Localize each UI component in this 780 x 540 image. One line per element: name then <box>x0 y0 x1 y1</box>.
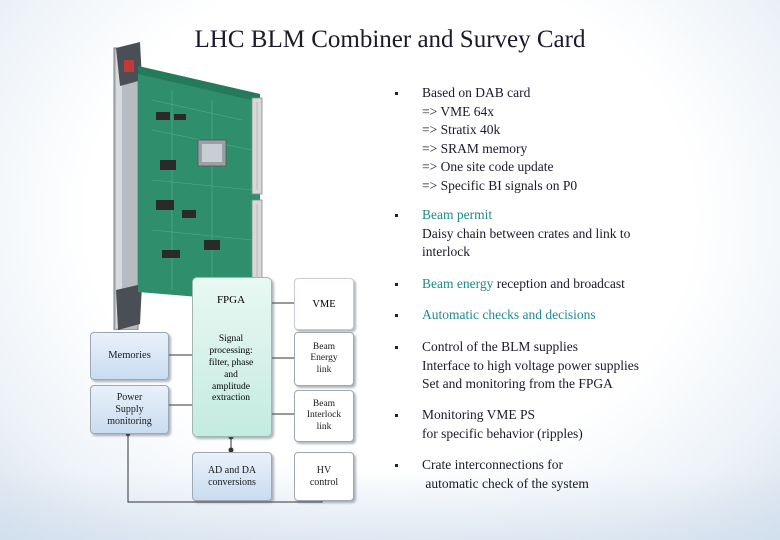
beam-interlock-line: Interlock <box>306 410 342 421</box>
text-segment: Control of the BLM supplies <box>422 339 578 354</box>
text-segment: => One site code update <box>422 159 554 174</box>
highlight-text: Automatic checks and decisions <box>422 307 596 322</box>
bullet-line: Monitoring VME PS <box>422 406 583 425</box>
bullet-line: Interface to high voltage power supplies <box>422 357 639 376</box>
text-segment: => Stratix 40k <box>422 122 501 137</box>
bullet-dot-icon <box>395 314 398 317</box>
bullet-text: Monitoring VME PS for specific behavior (… <box>422 406 583 443</box>
highlight-text: Beam permit <box>422 207 493 222</box>
bullet-line: Set and monitoring from the FPGA <box>422 375 639 394</box>
fpga-line: and <box>224 369 238 380</box>
beam-energy-line: Beam <box>312 341 336 352</box>
bullet-line: Beam permit <box>422 206 630 225</box>
fpga-line: processing: <box>209 345 253 356</box>
text-segment: Interface to high voltage power supplies <box>422 357 640 373</box>
beam-interlock-line: Beam <box>312 398 336 409</box>
bullet-line: automatic check of the system <box>422 475 589 494</box>
text-segment: => VME 64x <box>422 103 494 119</box>
bullet-text: Automatic checks and decisions <box>422 306 596 325</box>
background-band <box>0 470 780 540</box>
ad-da-line: conversions <box>208 476 256 488</box>
bullet-line: => VME 64x <box>422 103 577 122</box>
bullet-line: Beam energy reception and broadcast <box>422 275 625 294</box>
bullet-dot-icon <box>395 464 398 467</box>
power-supply-block: Power Supply monitoring <box>90 385 169 434</box>
beam-energy-link-block: Beam Energy link <box>294 332 354 386</box>
bullet-dot-icon <box>395 92 398 95</box>
fpga-description: Signal processing: filter, phase and amp… <box>192 334 270 405</box>
bullet-line: Based on DAB card <box>422 84 577 103</box>
bullet-text: Beam energy reception and broadcast <box>422 275 625 294</box>
text-segment: Set and monitoring from the FPGA <box>422 376 613 391</box>
power-line: Supply <box>115 403 144 415</box>
fpga-label: FPGA <box>216 294 246 306</box>
text-segment: Daisy chain between crates and link to <box>422 225 631 241</box>
bullet-text: Crate interconnections for automatic che… <box>422 456 589 493</box>
fpga-line: filter, phase <box>208 357 254 368</box>
text-segment: automatic check of the system <box>422 475 589 491</box>
slide-title: LHC BLM Combiner and Survey Card <box>194 26 586 53</box>
memories-block: Memories <box>90 332 169 380</box>
bullet-dot-icon <box>395 414 398 417</box>
hv-control-block: HV control <box>294 452 354 501</box>
beam-energy-line: link <box>316 364 332 375</box>
bullet-line: => Specific BI signals on P0 <box>422 177 577 196</box>
bullet-line: Automatic checks and decisions <box>422 306 596 325</box>
fpga-block <box>192 277 272 437</box>
bullet-line: Crate interconnections for <box>422 456 589 475</box>
bullet-line: => Stratix 40k <box>422 121 577 140</box>
hv-line: HV <box>316 464 332 476</box>
vme-block: VME <box>294 278 354 330</box>
text-segment: Based on DAB card <box>422 85 531 100</box>
bullet-dot-icon <box>395 283 398 286</box>
text-segment: => SRAM memory <box>422 140 528 156</box>
fpga-line: amplitude <box>212 381 250 392</box>
card-photo <box>113 42 263 330</box>
bullet-dot-icon <box>395 214 398 217</box>
bullet-line: Control of the BLM supplies <box>422 338 639 357</box>
text-segment: reception and broadcast <box>493 276 625 291</box>
beam-interlock-link-block: Beam Interlock link <box>294 390 354 442</box>
bullet-line: for specific behavior (ripples) <box>422 425 583 444</box>
bullet-line: Daisy chain between crates and link to <box>422 225 630 244</box>
text-segment: for specific behavior (ripples) <box>422 425 583 441</box>
text-segment: => Specific BI signals on P0 <box>422 177 578 193</box>
text-segment: interlock <box>422 244 470 259</box>
bullet-dot-icon <box>395 346 398 349</box>
bullet-line: => One site code update <box>422 158 577 177</box>
power-line: monitoring <box>107 415 152 427</box>
hv-line: control <box>309 476 339 488</box>
highlight-text: Beam energy <box>422 276 494 291</box>
beam-energy-line: Energy <box>310 353 338 364</box>
bullet-line: interlock <box>422 243 630 262</box>
text-segment: Crate interconnections for <box>422 457 563 472</box>
ad-da-line: AD and DA <box>207 464 257 476</box>
fpga-line: Signal <box>218 334 244 344</box>
bullet-text: Based on DAB card => VME 64x => Stratix 40… <box>422 84 577 195</box>
power-line: Power <box>116 391 143 403</box>
text-segment: Monitoring VME PS <box>422 407 536 422</box>
fpga-line: extraction <box>212 393 250 404</box>
beam-interlock-line: link <box>316 421 332 432</box>
bullet-line: => SRAM memory <box>422 140 577 159</box>
ad-da-block: AD and DA conversions <box>192 452 272 501</box>
